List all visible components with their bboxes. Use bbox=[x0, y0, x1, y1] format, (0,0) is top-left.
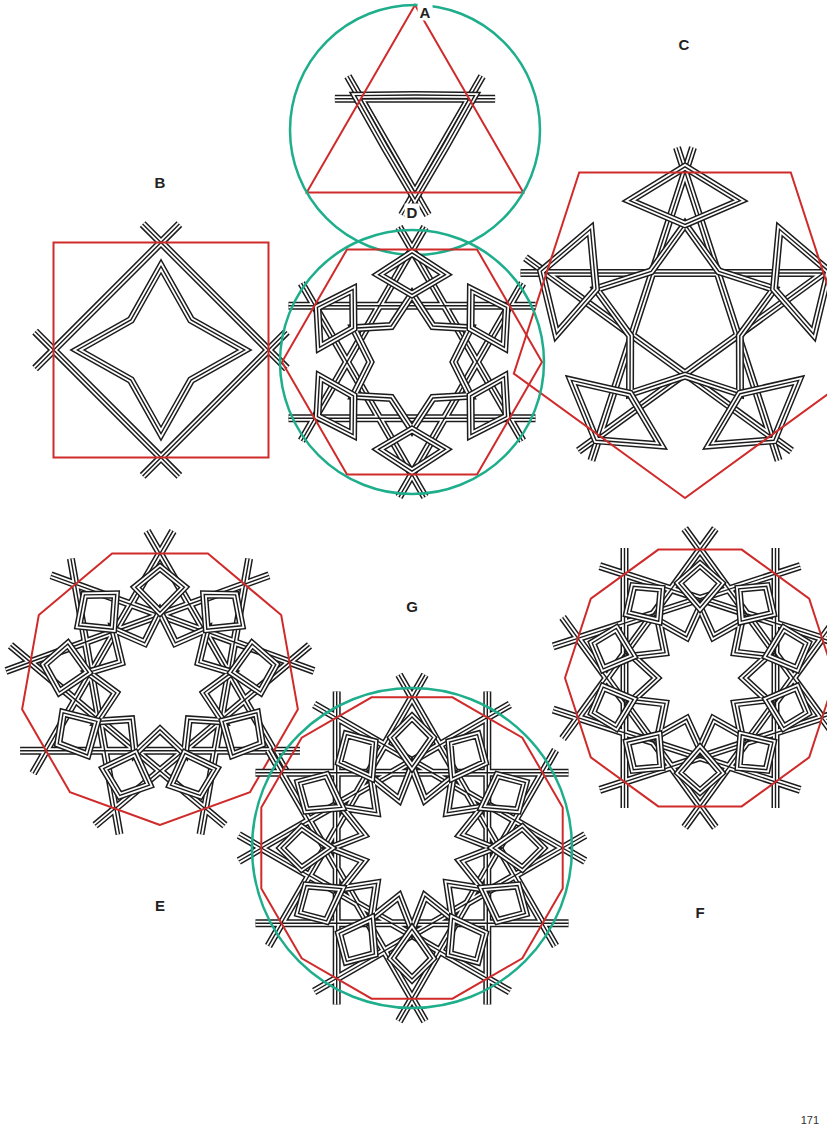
strap-gap bbox=[317, 253, 506, 471]
strap-line bbox=[6, 531, 314, 834]
strap-outer bbox=[592, 565, 808, 792]
construction-polygon bbox=[565, 550, 827, 807]
strap-line bbox=[239, 675, 585, 1021]
strap-line bbox=[596, 224, 774, 393]
strap-line bbox=[521, 148, 827, 461]
strap-line bbox=[553, 529, 827, 828]
strap-outer bbox=[88, 612, 231, 753]
strap-outer bbox=[44, 567, 276, 795]
strap-outer bbox=[281, 717, 543, 979]
construction-polygon bbox=[514, 172, 827, 498]
strap-gap bbox=[44, 567, 276, 795]
construction-polygon bbox=[307, 5, 524, 193]
strap-outer bbox=[317, 253, 506, 471]
pattern-figure bbox=[553, 529, 827, 828]
strap-gap bbox=[239, 675, 585, 1021]
strap-gap bbox=[88, 612, 231, 753]
figure-letter: A bbox=[418, 4, 433, 21]
strap-line bbox=[356, 95, 475, 199]
strap-gap bbox=[553, 529, 827, 828]
strap-outer bbox=[596, 224, 774, 393]
strap-gap bbox=[6, 531, 314, 834]
strap-line bbox=[77, 266, 244, 433]
strap-line bbox=[335, 76, 495, 215]
strap-gap bbox=[77, 266, 244, 433]
pattern-figure bbox=[280, 227, 544, 497]
figure-letter: C bbox=[677, 36, 692, 53]
strap-outer bbox=[541, 167, 827, 446]
strap-gap bbox=[356, 95, 475, 199]
pattern-figure bbox=[35, 224, 287, 476]
strap-outer bbox=[521, 148, 827, 461]
strap-line bbox=[289, 227, 536, 497]
strap-gap bbox=[521, 148, 827, 461]
figure-letter: G bbox=[404, 598, 420, 615]
construction-circle bbox=[290, 5, 540, 255]
strap-gap bbox=[633, 608, 767, 748]
strap-gap bbox=[592, 565, 808, 792]
strap-outer bbox=[239, 675, 585, 1021]
strap-line bbox=[592, 565, 808, 792]
strap-line bbox=[354, 294, 471, 429]
strap-gap bbox=[331, 767, 493, 929]
strap-gap bbox=[354, 294, 471, 429]
page-number: 171 bbox=[799, 1112, 821, 1129]
strap-line bbox=[633, 608, 767, 748]
construction-polygon bbox=[261, 697, 562, 998]
pattern-figure bbox=[6, 531, 314, 834]
construction-circle bbox=[280, 230, 544, 494]
figure-letter: E bbox=[153, 897, 167, 914]
construction-circle bbox=[252, 688, 572, 1008]
strap-line bbox=[541, 167, 827, 446]
strap-gap bbox=[541, 167, 827, 446]
strap-gap bbox=[281, 717, 543, 979]
strap-outer bbox=[633, 608, 767, 748]
strap-gap bbox=[35, 224, 287, 476]
strap-gap bbox=[596, 224, 774, 393]
strap-outer bbox=[35, 224, 287, 476]
strap-outer bbox=[354, 294, 471, 429]
strap-line bbox=[331, 767, 493, 929]
figure-letter: F bbox=[693, 904, 706, 921]
strap-line bbox=[317, 253, 506, 471]
pattern-figure bbox=[514, 148, 827, 498]
figure-letter: B bbox=[153, 174, 168, 191]
strap-line bbox=[88, 612, 231, 753]
pattern-figure bbox=[239, 675, 585, 1021]
strap-line bbox=[35, 224, 287, 476]
strap-outer bbox=[331, 767, 493, 929]
strap-line bbox=[281, 717, 543, 979]
strap-outer bbox=[6, 531, 314, 834]
construction-polygon bbox=[282, 249, 542, 474]
strap-gap bbox=[335, 76, 495, 215]
construction-polygon bbox=[54, 243, 269, 458]
strap-outer bbox=[553, 529, 827, 828]
strap-gap bbox=[289, 227, 536, 497]
strap-outer bbox=[335, 76, 495, 215]
strap-line bbox=[44, 567, 276, 795]
figure-letter: D bbox=[405, 204, 420, 221]
strap-outer bbox=[289, 227, 536, 497]
strap-outer bbox=[77, 266, 244, 433]
pattern-figure bbox=[290, 5, 540, 255]
strap-outer bbox=[356, 95, 475, 199]
construction-polygon bbox=[22, 553, 298, 825]
